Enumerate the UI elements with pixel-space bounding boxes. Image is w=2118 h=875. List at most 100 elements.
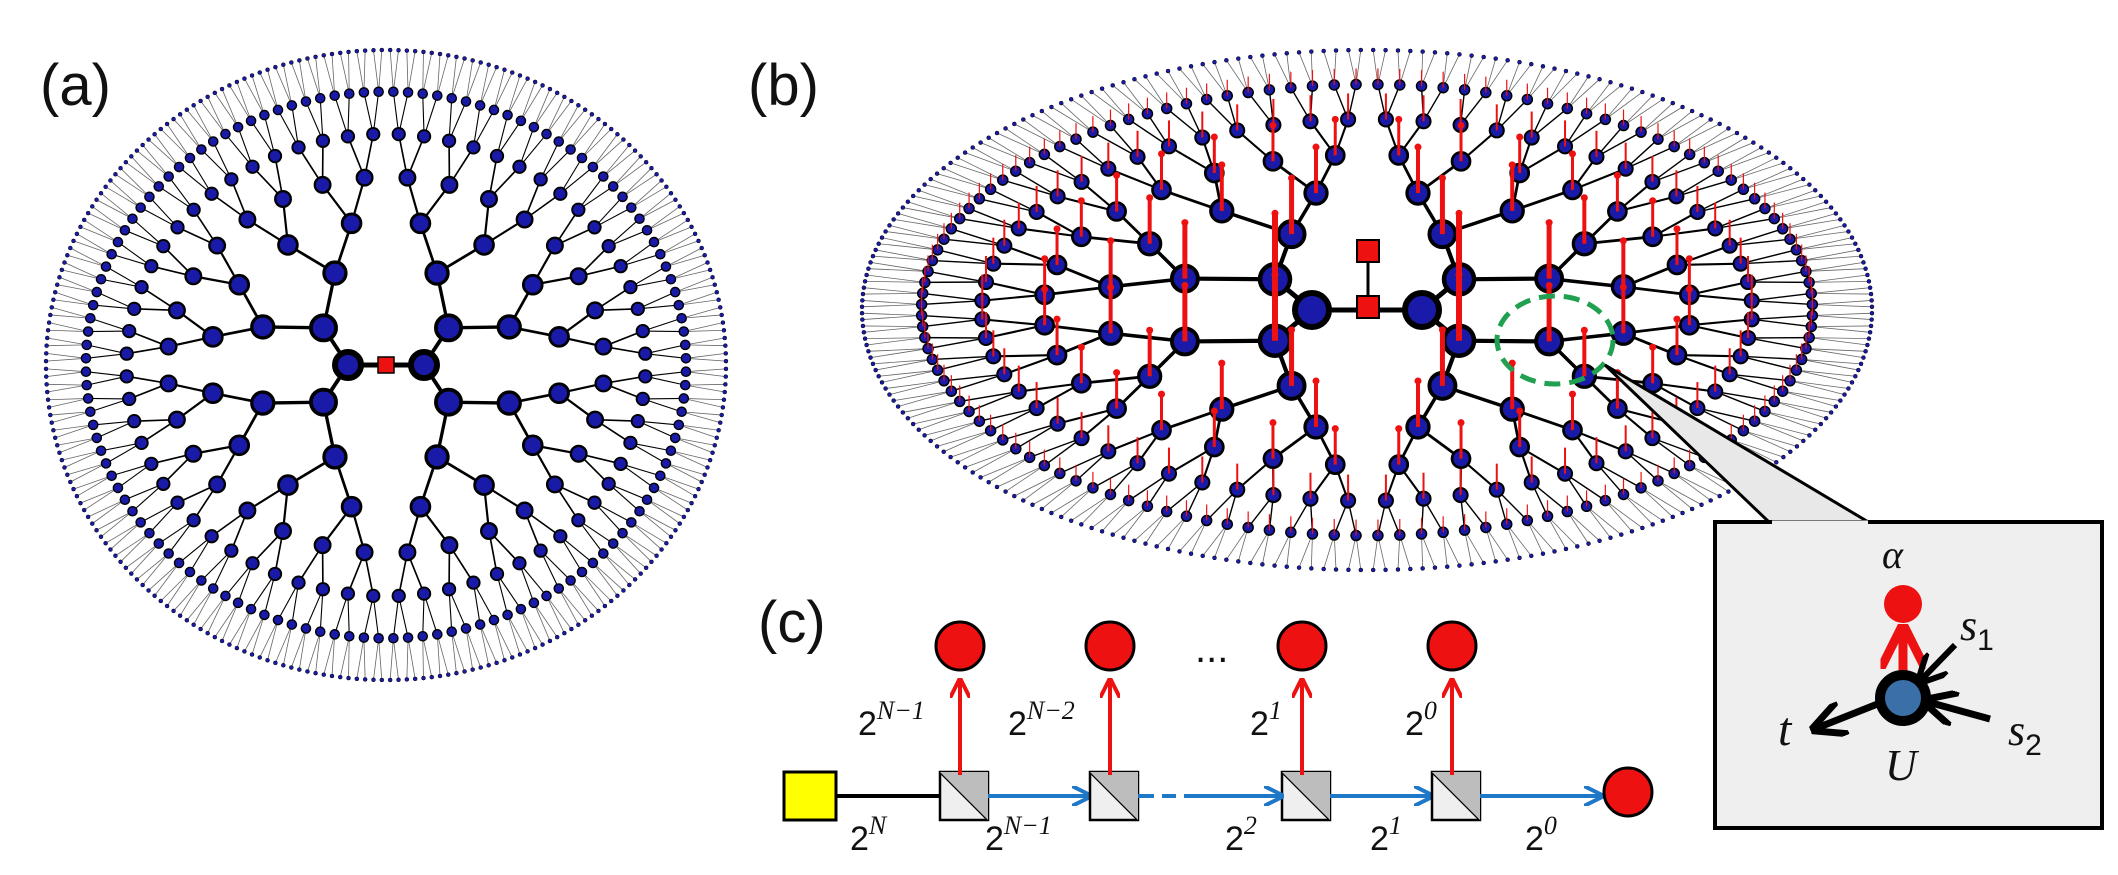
tree-node (134, 435, 149, 450)
tree-node (569, 98, 574, 104)
tree-node (184, 267, 203, 286)
tree-edge (1112, 85, 1148, 114)
tree-edge (46, 371, 87, 377)
tree-edge (1697, 407, 1755, 422)
tree-node (1788, 449, 1793, 455)
tree-edge (1605, 91, 1643, 120)
tree-node (601, 476, 616, 491)
tree-node (1689, 506, 1695, 512)
tree-edge (1179, 68, 1207, 100)
tree-edge (392, 50, 399, 92)
tree-edge (1586, 81, 1611, 114)
red-leg-tip (1457, 121, 1465, 129)
tree-node (679, 379, 691, 391)
label-base: 2 (1405, 705, 1424, 743)
tree-edge (881, 237, 938, 251)
red-leg-tip (1181, 219, 1189, 227)
tree-edge (1298, 533, 1313, 568)
tree-edge (1506, 63, 1532, 97)
tree-edge (1567, 511, 1600, 542)
tree-edge (1464, 56, 1485, 91)
tree-node (660, 458, 672, 469)
tree-edge (878, 243, 938, 251)
tree-edge (51, 306, 91, 319)
tree-edge (675, 284, 715, 293)
tree-edge (683, 398, 723, 408)
tree-node (681, 210, 687, 216)
tree-node (103, 540, 108, 546)
tree-node (45, 389, 50, 395)
tree-node (106, 470, 117, 482)
tree-edge (1527, 520, 1555, 552)
tree-node (1284, 51, 1290, 56)
tree-node (859, 304, 865, 310)
tree-node (1619, 83, 1624, 88)
tree-edge (570, 118, 599, 150)
tree-edge (968, 207, 1020, 230)
tree-node (528, 121, 540, 133)
tree-node (123, 159, 129, 165)
tree-node (346, 675, 351, 681)
tree-node (1861, 260, 1866, 265)
red-leg-tip (1269, 419, 1277, 427)
tree-edge (229, 85, 252, 122)
label-base: 2 (1525, 820, 1544, 858)
tree-edge (1801, 255, 1862, 261)
tree-node (723, 343, 728, 348)
tree-node (1529, 61, 1534, 67)
tree-node (587, 557, 599, 569)
tree-node (173, 161, 185, 173)
tree-edge (389, 638, 394, 681)
tree-edge (57, 437, 97, 446)
tree-node (521, 273, 544, 296)
tree-node (191, 103, 196, 108)
tree-node (1395, 48, 1401, 53)
tree-edge (1485, 58, 1497, 93)
tree-node (156, 239, 171, 254)
tree-edge (1754, 420, 1804, 442)
tree-node (315, 582, 331, 597)
tree-edge (348, 636, 350, 679)
tree-node (191, 622, 196, 627)
tree-edge (533, 92, 558, 128)
tree-edge (1023, 119, 1061, 147)
tree-node (1248, 54, 1253, 60)
chain-bottom-label: 21 (1370, 811, 1402, 858)
tree-edge (200, 100, 226, 135)
tree-edge (1801, 359, 1862, 365)
tree-node (65, 472, 70, 478)
tree-edge (1657, 480, 1702, 506)
tree-node (434, 387, 464, 417)
tree-node (146, 588, 151, 593)
tree-edge (1421, 533, 1436, 568)
tree-node (1759, 145, 1764, 150)
tree-nodes (43, 47, 729, 683)
tree-node (321, 53, 327, 58)
tree-edge (885, 231, 945, 240)
tree-node (677, 521, 683, 526)
tree-node (129, 571, 134, 576)
tree-node (184, 444, 203, 463)
tree-edge (46, 383, 87, 386)
tree-node (873, 367, 878, 373)
tree-node (184, 566, 196, 578)
tree-node (1865, 272, 1870, 278)
tree-node (402, 87, 414, 98)
tree-node (429, 50, 435, 56)
tree-node (300, 96, 312, 107)
tree-node (1358, 47, 1364, 53)
tree-node (153, 181, 165, 192)
tree-node (445, 53, 451, 58)
tree-node (466, 140, 481, 155)
tree-node (1680, 104, 1685, 110)
tree-edge (921, 299, 983, 306)
tree-node (1505, 557, 1510, 562)
tree-edge (993, 262, 1058, 266)
tree-edge (1442, 54, 1460, 88)
tree-edge (639, 192, 672, 220)
label-exponent: N−1 (876, 696, 925, 725)
chain-source-square (782, 770, 838, 822)
tree-edge (1526, 520, 1544, 554)
tree-node (1619, 532, 1624, 537)
chain-unit-shade (1432, 772, 1480, 820)
